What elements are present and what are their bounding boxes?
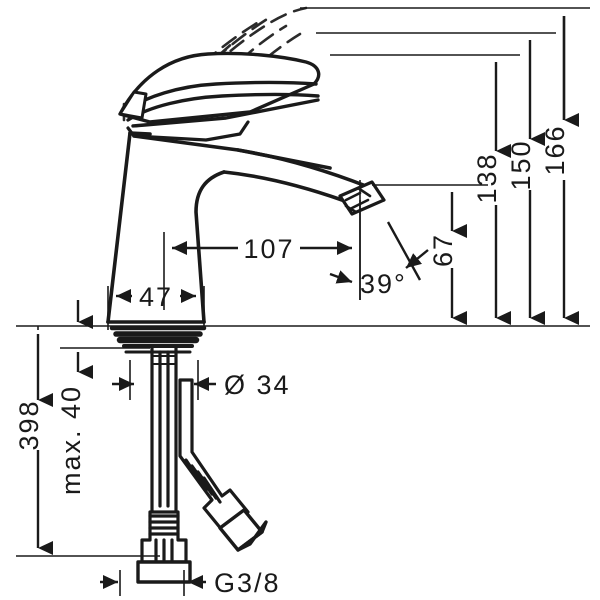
hose-nut-angled (218, 508, 268, 552)
dim-label-d34: Ø 34 (224, 370, 291, 400)
supply-hose-angled (178, 378, 250, 532)
shank-thread-marks (151, 355, 177, 365)
dim-label-47: 47 (139, 282, 173, 312)
threaded-shank (150, 346, 178, 514)
faucet-body (106, 131, 226, 324)
dimline-39-leader (329, 270, 353, 284)
dim-label-150: 150 (506, 139, 536, 190)
supply-hose-vertical (140, 510, 188, 564)
aerator (338, 180, 386, 216)
dim-label-max40: max. 40 (56, 385, 86, 495)
dim-label-g38: G3/8 (214, 568, 281, 598)
hose-nut-bottom (136, 560, 192, 584)
dimline-39-arrowin (405, 249, 429, 269)
dim-label-107: 107 (243, 234, 294, 264)
dimline-39-angleline (386, 221, 422, 281)
dimension-arrows (36, 16, 579, 589)
mounting-base (109, 325, 207, 354)
dim-label-67: 67 (428, 233, 458, 267)
dim-label-39deg: 39° (360, 269, 407, 299)
dim-label-138: 138 (472, 152, 502, 203)
lever-nose (118, 90, 148, 120)
dim-label-166: 166 (540, 124, 570, 175)
dim-label-398: 398 (14, 399, 44, 450)
faucet-outline (106, 6, 386, 584)
lever-handle (118, 51, 321, 128)
